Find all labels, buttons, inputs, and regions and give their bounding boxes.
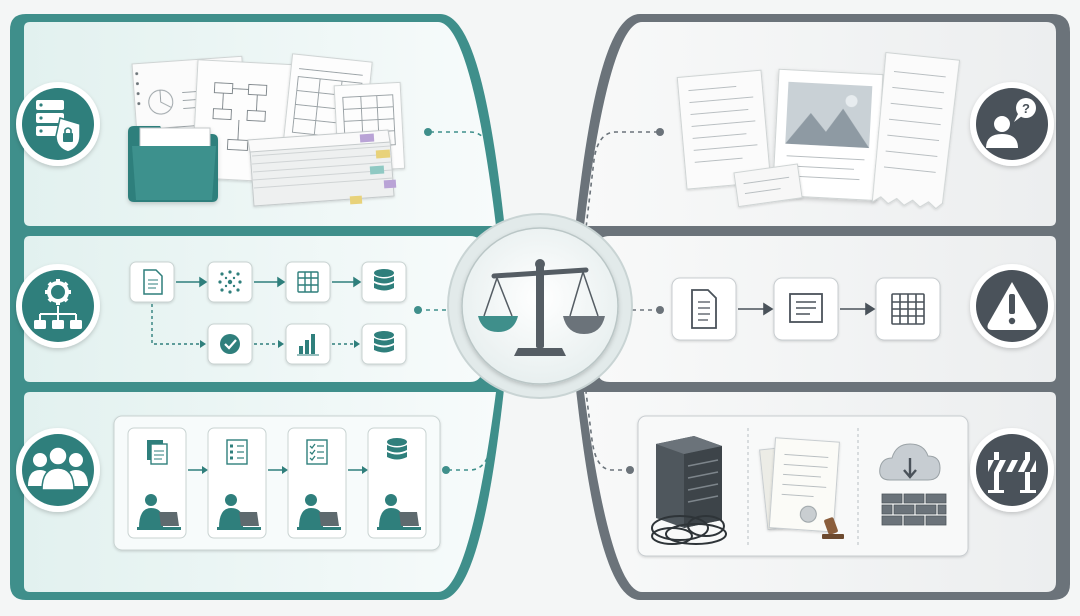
network-icon — [218, 270, 242, 294]
worker-arrow — [268, 466, 288, 474]
cloud-firewall-icon — [879, 443, 947, 526]
center-hub — [447, 213, 633, 399]
gear-org-chart-icon — [16, 264, 100, 348]
document-icon — [691, 289, 717, 329]
checklist-icon — [226, 439, 248, 465]
database-icon-2 — [374, 331, 394, 353]
worker-step-3 — [287, 427, 347, 539]
legal-documents-gavel-icon — [759, 437, 844, 539]
worker-at-laptop-icon — [297, 494, 341, 530]
table-icon — [297, 271, 319, 293]
worker-at-laptop-icon — [217, 494, 261, 530]
worker-step-2 — [207, 427, 267, 539]
document-stack-icon — [147, 440, 168, 465]
document-flow — [671, 277, 941, 341]
person-question-icon: ? — [970, 82, 1054, 166]
bar-chart-icon — [297, 334, 319, 356]
people-group-icon — [16, 428, 100, 512]
folder-and-documents-illustration — [128, 53, 406, 207]
document-icon — [143, 269, 163, 295]
wf-node-table — [285, 261, 331, 303]
connector-dots — [414, 128, 664, 474]
server-lock-icon — [16, 82, 100, 166]
worker-step-1 — [127, 427, 187, 539]
check-icon — [220, 334, 240, 354]
svg-text:?: ? — [1022, 101, 1030, 116]
server-rack-cables-icon — [651, 436, 727, 545]
connector-left-1 — [430, 131, 501, 229]
scattered-receipts-illustration — [676, 51, 961, 210]
workflow-flowchart — [129, 261, 407, 365]
worker-sequence — [113, 415, 441, 551]
connector-right-1 — [585, 131, 658, 229]
warning-icon — [970, 264, 1054, 348]
obstacles-illustration — [637, 415, 969, 557]
checked-list-icon — [306, 439, 328, 465]
df-node-form — [773, 277, 839, 341]
form-icon — [789, 293, 823, 323]
worker-arrow — [188, 466, 208, 474]
worker-arrow — [348, 466, 368, 474]
wf-node-document — [129, 261, 175, 303]
roadblock-icon — [970, 428, 1054, 512]
database-icon — [374, 269, 394, 291]
left-badges — [16, 82, 100, 512]
worker-at-laptop-icon — [137, 494, 181, 530]
right-badges: ? — [970, 82, 1054, 512]
df-node-document — [671, 277, 737, 341]
database-icon — [387, 438, 407, 460]
worker-at-laptop-icon — [377, 494, 421, 530]
table-icon — [891, 293, 925, 325]
worker-step-4 — [367, 427, 427, 539]
balance-scale-icon — [478, 259, 605, 356]
connector-right-3 — [585, 391, 630, 471]
